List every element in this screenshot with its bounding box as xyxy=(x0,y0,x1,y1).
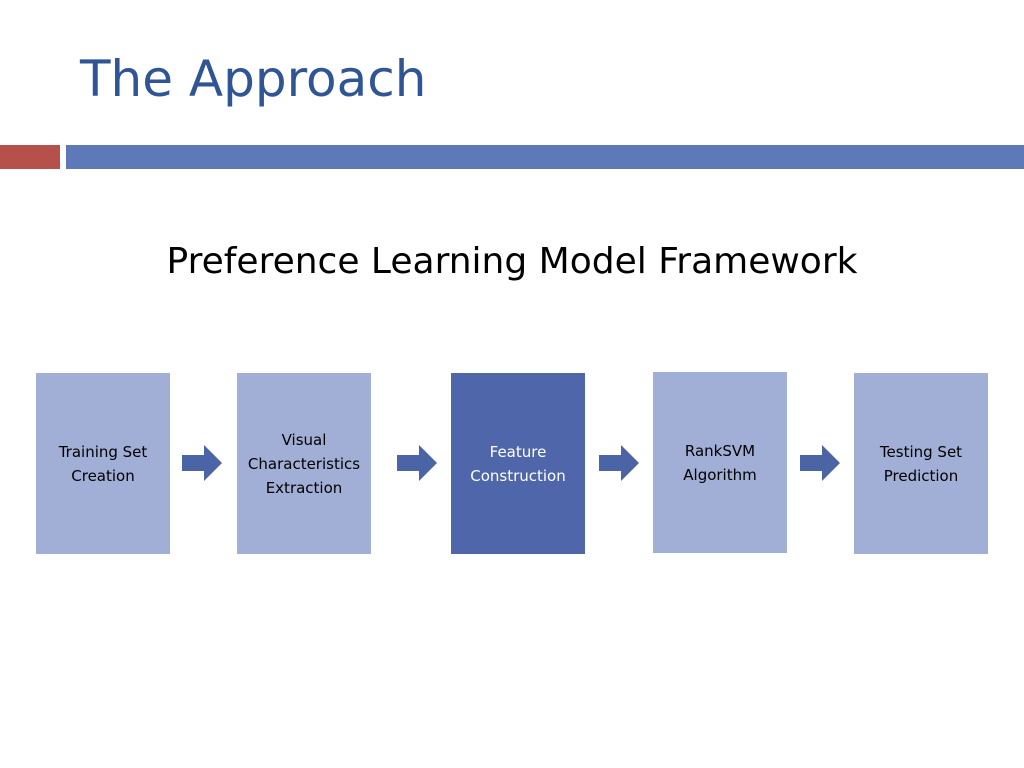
step-label: RankSVM Algorithm xyxy=(683,441,757,484)
step-label: Training Set Creation xyxy=(58,442,148,485)
right-arrow-icon xyxy=(800,445,840,481)
step-testing-set-prediction: Testing Set Prediction xyxy=(854,373,988,554)
step-ranksvm-algorithm: RankSVM Algorithm xyxy=(653,372,787,553)
step-feature-construction: Feature Construction xyxy=(451,373,585,554)
step-label: Feature Construction xyxy=(470,442,566,485)
right-arrow-icon xyxy=(397,445,437,481)
accent-bar-blue xyxy=(66,145,1024,169)
step-training-set-creation: Training Set Creation xyxy=(36,373,170,554)
right-arrow-icon xyxy=(182,445,222,481)
diagram-subtitle: Preference Learning Model Framework xyxy=(166,241,858,282)
accent-bar-red xyxy=(0,145,60,169)
slide-title: The Approach xyxy=(80,50,427,108)
step-label: Visual Characteristics Extraction xyxy=(247,430,361,497)
step-visual-characteristics-extraction: Visual Characteristics Extraction xyxy=(237,373,371,554)
step-label: Testing Set Prediction xyxy=(879,442,963,485)
right-arrow-icon xyxy=(599,445,639,481)
